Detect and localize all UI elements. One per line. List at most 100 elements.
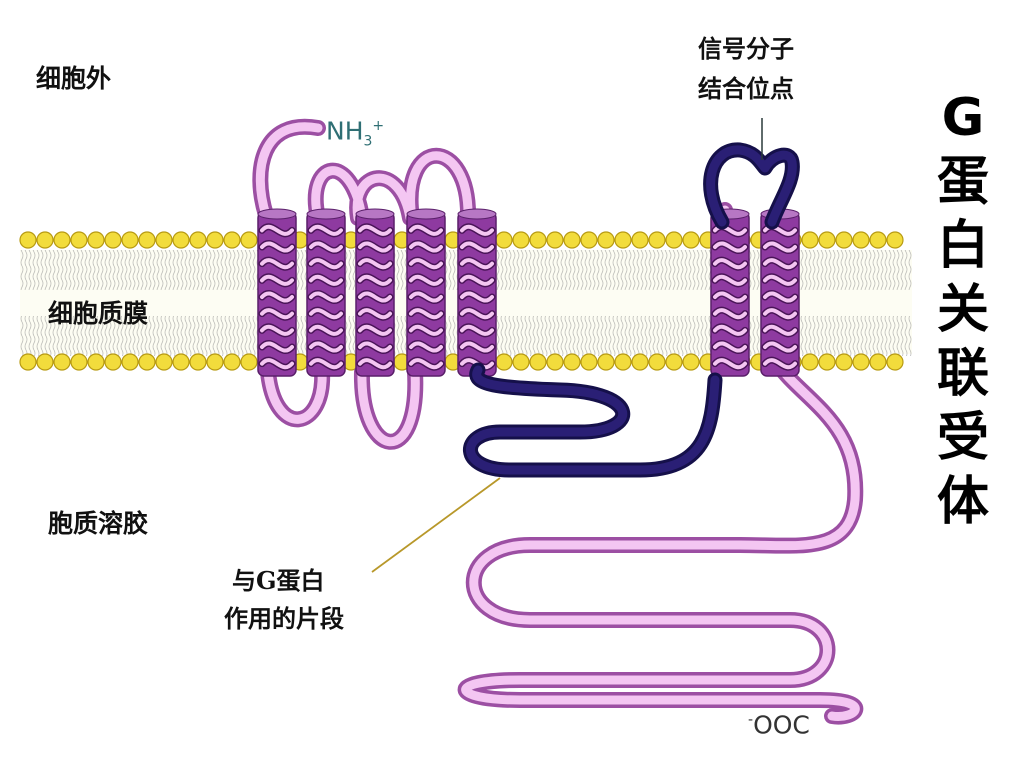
title-char: 联 [936,344,989,404]
lipid-head [597,353,615,371]
tm-helix-7 [760,208,800,377]
lipid-head [155,353,173,371]
lipid-head [801,231,819,249]
lipid-head [121,231,139,249]
lipid-head [172,353,190,371]
binding-loop-core [706,145,797,227]
lipid-head [529,353,547,371]
lipid-head [223,353,241,371]
lipid-head [495,231,513,249]
lipid-head [70,231,88,249]
lipid-head [155,231,173,249]
lipid-head [512,231,530,249]
lipid-head [665,353,683,371]
title-char: 体 [936,472,989,532]
lipid-head [206,353,224,371]
binding-site-label-line2: 结合位点 [698,74,794,103]
g-protein-interaction-loop [463,362,723,478]
lipid-head [682,231,700,249]
g-segment-label-line2: 作用的片段 [224,604,344,633]
lipid-head [580,231,598,249]
lipid-head [240,231,258,249]
lipid-head [648,231,666,249]
lipid-head [835,231,853,249]
tm-helix-1 [257,208,297,377]
helix-cap [457,208,497,220]
lipid-head [614,353,632,371]
extracellular-label: 细胞外 [36,64,112,93]
lipid-head [818,353,836,371]
lipid-head [512,353,530,371]
lipid-head [121,353,139,371]
lipid-head [240,353,258,371]
tm-helix-5 [457,208,497,377]
lipid-head [138,353,156,371]
lipid-head [546,231,564,249]
lipid-head [580,353,598,371]
n-terminus-label: NH3+ [326,116,385,150]
title-char: 蛋 [936,152,989,212]
lipid-head [87,353,105,371]
lipid-head [546,353,564,371]
lipid-head [835,353,853,371]
lipid-head [36,231,54,249]
lipid-head [869,353,887,371]
lipid-head [563,353,581,371]
membrane-label: 细胞质膜 [48,299,149,328]
lipid-head [104,231,122,249]
lipid-head [189,231,207,249]
binding-site-label-line1: 信号分子 [698,34,794,63]
signal-binding-loop [703,142,800,230]
helix-coil [409,224,443,370]
helix-cap [306,208,346,220]
lipid-head [801,353,819,371]
title-char: 白 [936,216,989,276]
helix-coil [763,224,797,370]
g-segment-leader-line [371,477,501,573]
g-segment-label-line1: 与G蛋白 [232,566,325,595]
lipid-head [206,231,224,249]
lipid-head [648,353,666,371]
helix-coil [309,224,343,370]
cytosol-label: 胞质溶胶 [48,509,149,538]
lipid-head [597,231,615,249]
lipid-head [852,231,870,249]
lipid-head [886,353,904,371]
lipid-head [665,231,683,249]
lipid-head [818,231,836,249]
lipid-head [19,353,37,371]
lipid-head [223,231,241,249]
lipid-head [852,353,870,371]
transmembrane-helices [257,208,800,377]
lipid-head [529,231,547,249]
lipid-head [614,231,632,249]
tm-helix-3 [355,208,395,377]
tm-helix-6 [710,208,750,377]
lipid-head [87,231,105,249]
lipid-head [36,353,54,371]
title-char: 受 [936,408,989,468]
g-loop-core [466,365,720,475]
helix-coil [260,224,294,370]
lipid-head [869,231,887,249]
lipid-head [563,231,581,249]
lipid-head [631,353,649,371]
lipid-head [886,231,904,249]
lipid-head [682,353,700,371]
lipid-head [631,231,649,249]
helix-cap [257,208,297,220]
lipid-head [189,353,207,371]
tm-helix-2 [306,208,346,377]
helix-cap [355,208,395,220]
lipid-head [19,231,37,249]
helix-cap [406,208,446,220]
lipid-head [104,353,122,371]
lipid-head [172,231,190,249]
lipid-head [53,231,71,249]
title-char: G [941,88,985,148]
helix-coil [713,224,747,370]
helix-coil [358,224,392,370]
title-char: 关 [936,280,989,340]
